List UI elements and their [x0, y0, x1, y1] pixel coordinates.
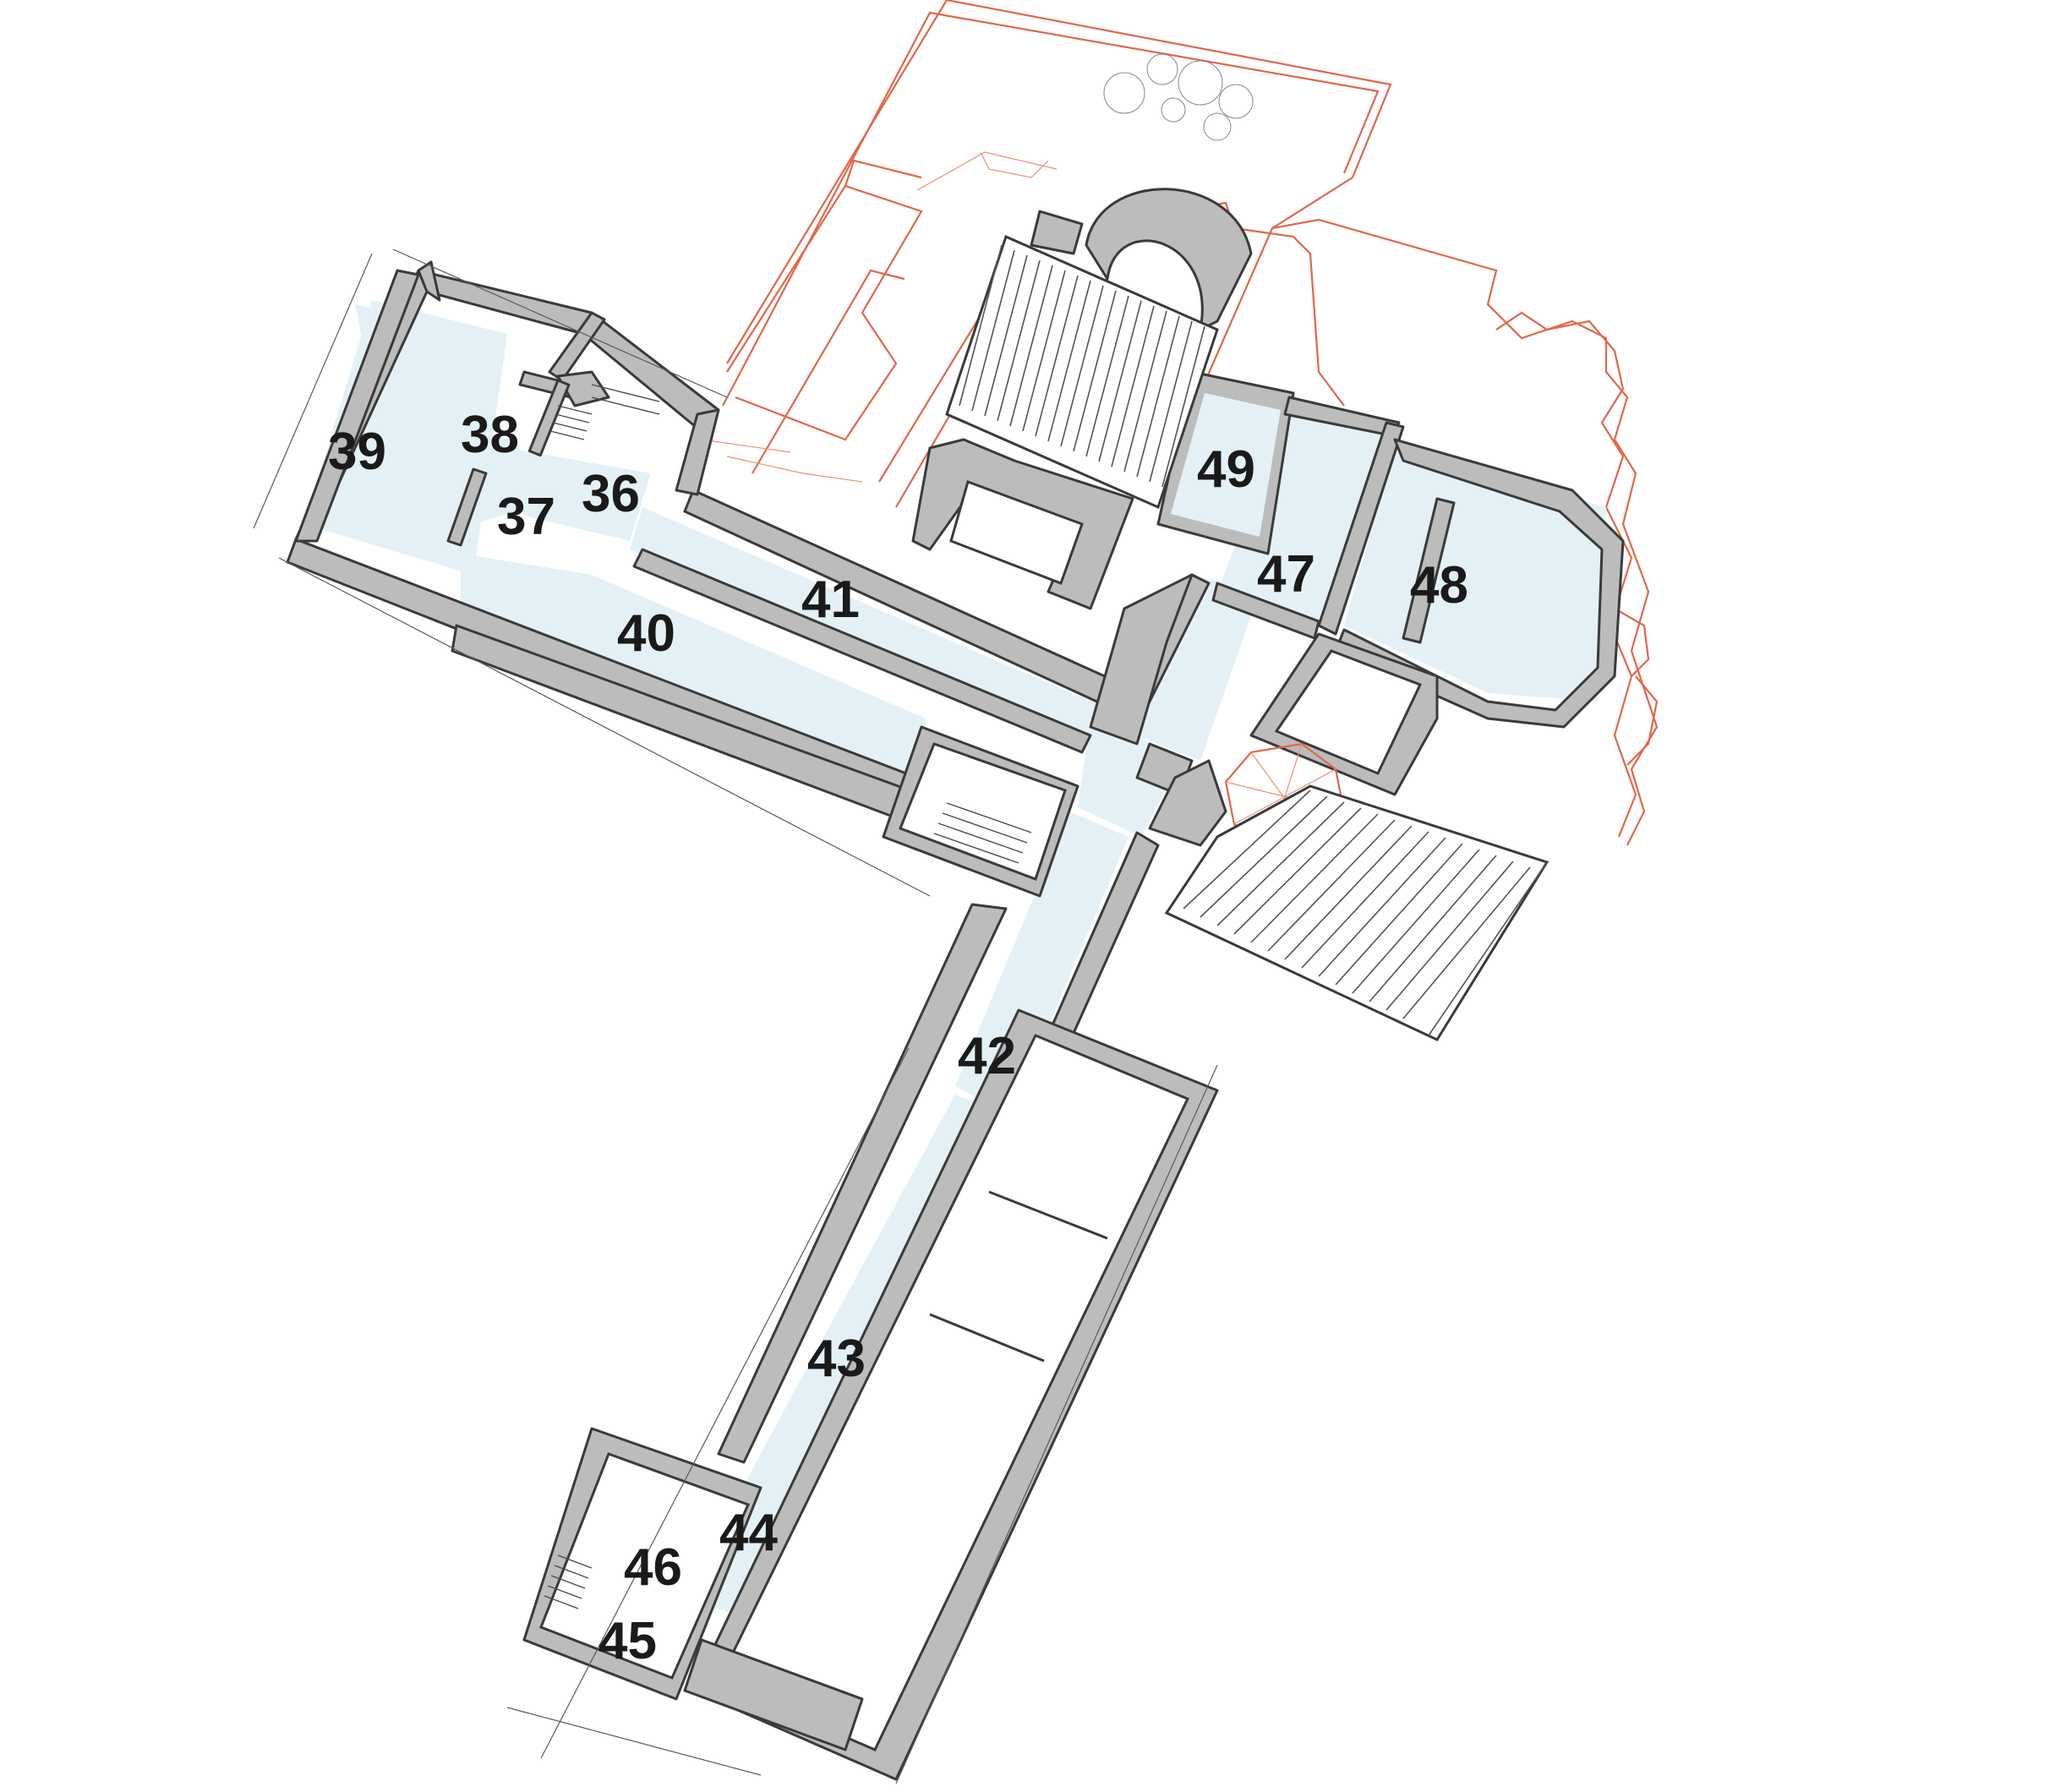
garden-trees — [1103, 53, 1254, 141]
room-label-42: 42 — [958, 1027, 1016, 1085]
room-label-47: 47 — [1257, 545, 1315, 604]
room-label-48: 48 — [1410, 556, 1468, 615]
building-walls — [286, 188, 1625, 1781]
room-labels: 39 38 36 37 41 40 49 47 48 42 43 44 46 4… — [328, 406, 1468, 1670]
room-label-44: 44 — [719, 1504, 778, 1562]
hatched-stairs — [544, 234, 1549, 1609]
room-label-39: 39 — [328, 423, 386, 481]
dimension-lines — [253, 249, 1218, 1784]
room-label-46: 46 — [624, 1538, 682, 1597]
room-label-37: 37 — [497, 488, 555, 546]
room-label-49: 49 — [1197, 440, 1255, 499]
room-label-36: 36 — [582, 465, 640, 523]
room-label-45: 45 — [598, 1612, 657, 1670]
room-label-40: 40 — [617, 604, 675, 663]
room-label-43: 43 — [807, 1330, 866, 1388]
room-label-38: 38 — [461, 406, 519, 464]
room-label-41: 41 — [801, 571, 860, 629]
